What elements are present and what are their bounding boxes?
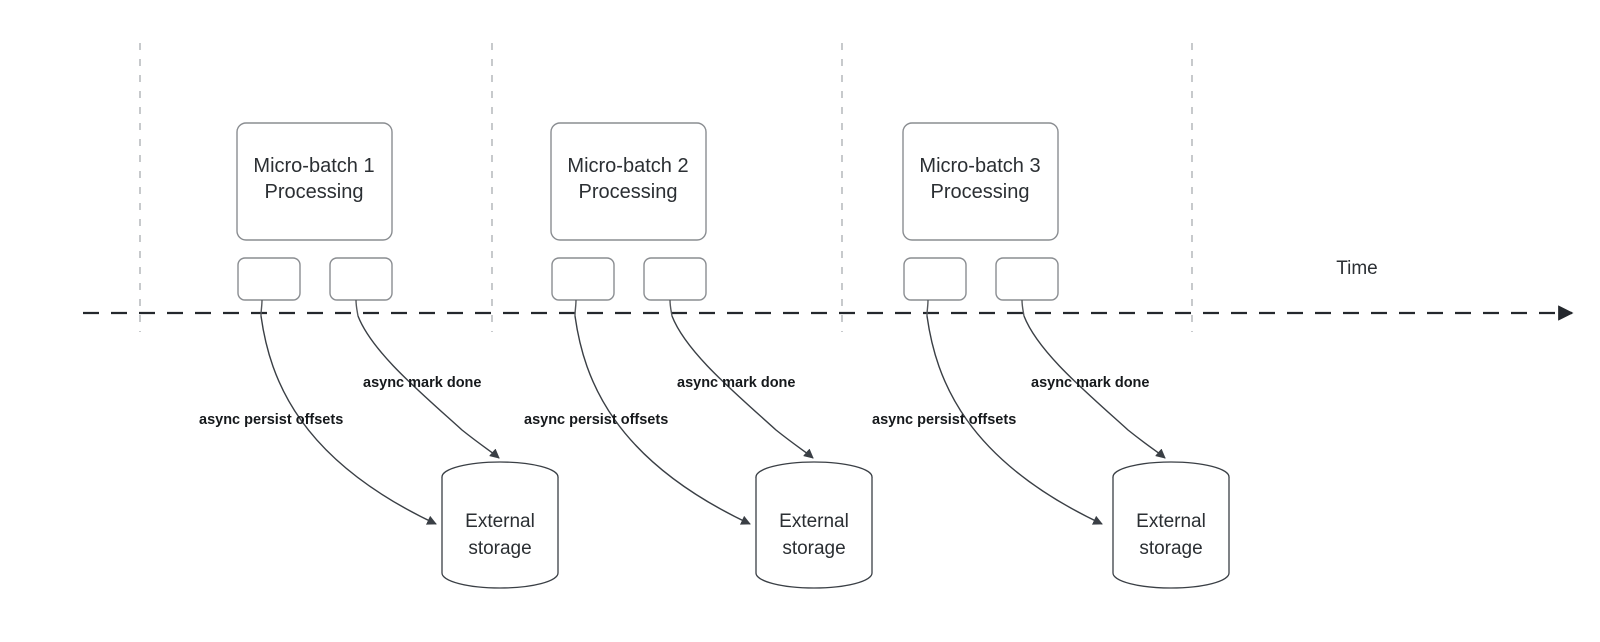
task-stem-3a [926, 299, 929, 317]
batch-box-3[interactable] [902, 122, 1059, 241]
task-box-3a[interactable] [903, 257, 967, 301]
storage-body-2[interactable] [755, 477, 873, 589]
storage-label-3-line1: External [1136, 511, 1206, 532]
batch-label-1-line2: Processing [265, 181, 364, 203]
persist-arrow-1 [260, 315, 437, 525]
task-box-2b[interactable] [643, 257, 707, 301]
task-stem-2b [669, 299, 673, 317]
persist-label-3: async persist offsets [872, 412, 1016, 428]
persist-label-1: async persist offsets [199, 412, 343, 428]
task-box-3b[interactable] [995, 257, 1059, 301]
storage-body-1[interactable] [441, 477, 559, 589]
markdone-label-3: async mark done [1031, 375, 1149, 391]
task-box-1b[interactable] [329, 257, 393, 301]
time-axis-label: Time [1336, 258, 1378, 279]
markdone-arrow-3 [1023, 315, 1166, 459]
batch-label-2-line1: Micro-batch 2 [567, 155, 688, 177]
task-stem-1a [260, 299, 263, 317]
markdone-label-2: async mark done [677, 375, 795, 391]
task-stem-2a [574, 299, 577, 317]
batch-label-3-line2: Processing [931, 181, 1030, 203]
storage-label-2-line2: storage [782, 538, 845, 559]
storage-body-3[interactable] [1112, 477, 1230, 589]
storage-label-1-line2: storage [468, 538, 531, 559]
batch-box-2[interactable] [550, 122, 707, 241]
markdone-arrow-2 [671, 315, 814, 459]
task-stem-3b [1021, 299, 1025, 317]
storage-label-1-line1: External [465, 511, 535, 532]
markdone-arrow-1 [357, 315, 500, 459]
task-stem-1b [355, 299, 359, 317]
persist-arrow-2 [574, 315, 751, 525]
markdone-label-1: async mark done [363, 375, 481, 391]
task-box-2a[interactable] [551, 257, 615, 301]
storage-label-3-line2: storage [1139, 538, 1202, 559]
batch-box-1[interactable] [236, 122, 393, 241]
storage-label-2-line1: External [779, 511, 849, 532]
persist-label-2: async persist offsets [524, 412, 668, 428]
batch-label-2-line2: Processing [579, 181, 678, 203]
batch-label-3-line1: Micro-batch 3 [919, 155, 1040, 177]
persist-arrow-3 [926, 315, 1103, 525]
batch-label-1-line1: Micro-batch 1 [253, 155, 374, 177]
task-box-1a[interactable] [237, 257, 301, 301]
